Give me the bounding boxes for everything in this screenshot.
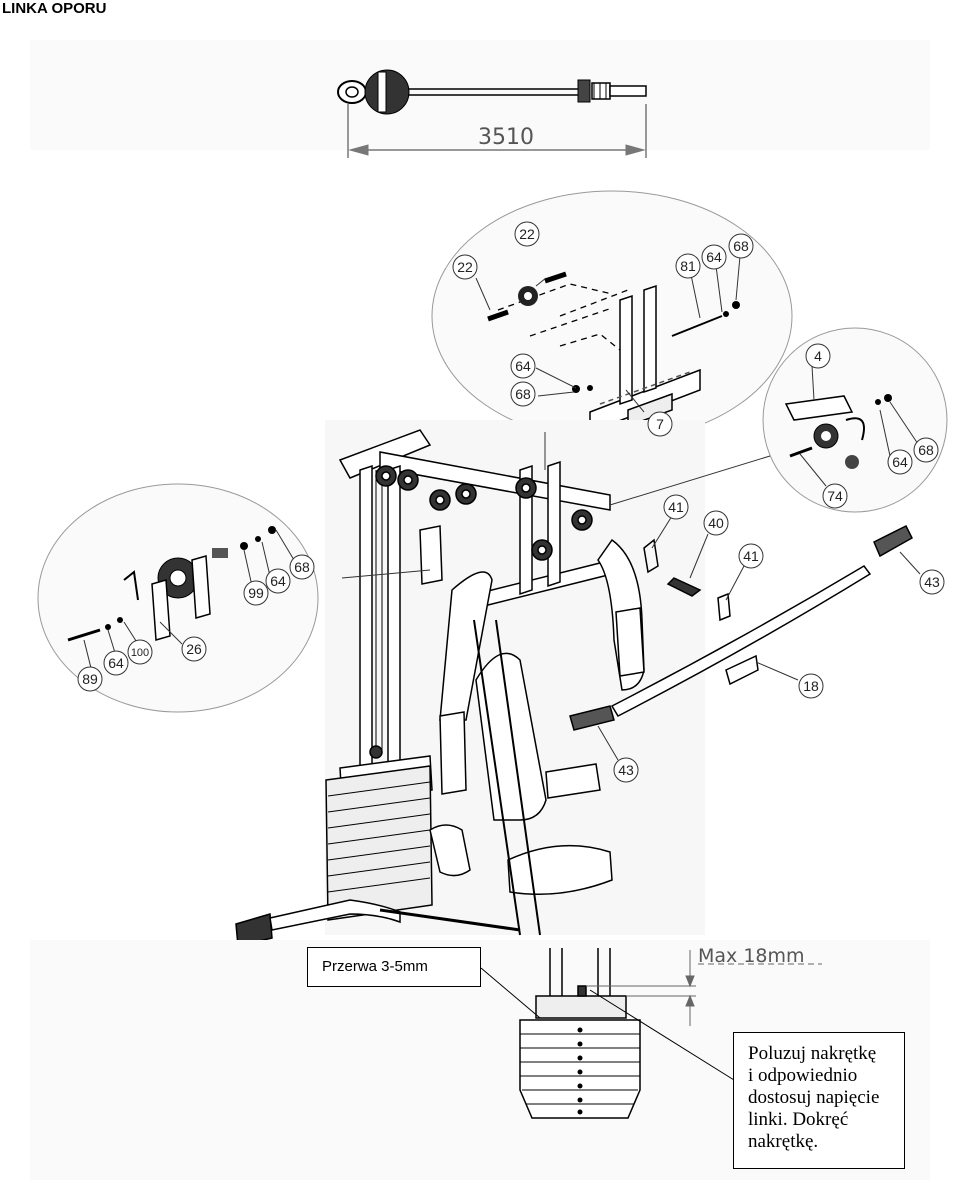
callout-89: 89 [82,671,98,687]
tension-note-box: Poluzuj nakrętkę i odpowiednio dostosuj … [733,1032,905,1169]
callout-68: 68 [515,386,531,402]
tension-note-line: dostosuj napięcie [748,1087,880,1108]
callout-81: 81 [680,258,696,274]
callout-7: 7 [656,416,664,432]
callout-99: 99 [248,585,264,601]
callout-64: 64 [515,358,531,374]
page-title: LINKA OPORU [2,0,107,17]
callout-64: 64 [892,454,908,470]
callout-43: 43 [924,574,940,590]
callout-68: 68 [733,238,749,254]
callout-64: 64 [706,249,722,265]
tension-note-line: i odpowiednio [748,1065,858,1086]
right-pulley-detail [762,327,948,513]
callout-41: 41 [743,548,759,564]
gap-note-text: Przerwa 3-5mm [322,958,428,975]
callout-26: 26 [186,641,202,657]
callout-41: 41 [668,499,684,515]
top-pulley-detail [431,190,793,442]
callout-68: 68 [294,559,310,575]
callout-22: 22 [457,259,473,275]
callout-4: 4 [814,348,822,364]
callout-43: 43 [618,762,634,778]
callout-circles [77,221,945,783]
gap-note-box: Przerwa 3-5mm [307,947,481,987]
accessory-parts [569,524,913,731]
callout-64: 64 [108,655,124,671]
callout-68: 68 [918,442,934,458]
length-dimension [347,104,647,158]
callout-22: 22 [519,226,535,242]
machine-frame [235,420,705,947]
tension-note-line: Poluzuj nakrętkę [748,1043,877,1064]
leader-lines [83,255,921,761]
cable-length-label: 3510 [478,125,534,150]
cable-illustration [30,40,930,150]
callout-40: 40 [708,515,724,531]
callout-18: 18 [803,678,819,694]
tension-note-line: nakrętkę. [748,1131,819,1152]
max-gap-dimension [586,950,822,1026]
max-gap-label: Max 18mm [698,945,805,967]
note-leaders [480,967,735,1081]
callout-64: 64 [270,573,286,589]
callout-74: 74 [827,488,843,504]
tension-note-line: linki. Dokręć [748,1109,849,1130]
callout-labels: 22 22 81 64 68 64 68 7 4 64 68 74 41 40 … [82,226,940,778]
callout-100: 100 [131,647,149,659]
